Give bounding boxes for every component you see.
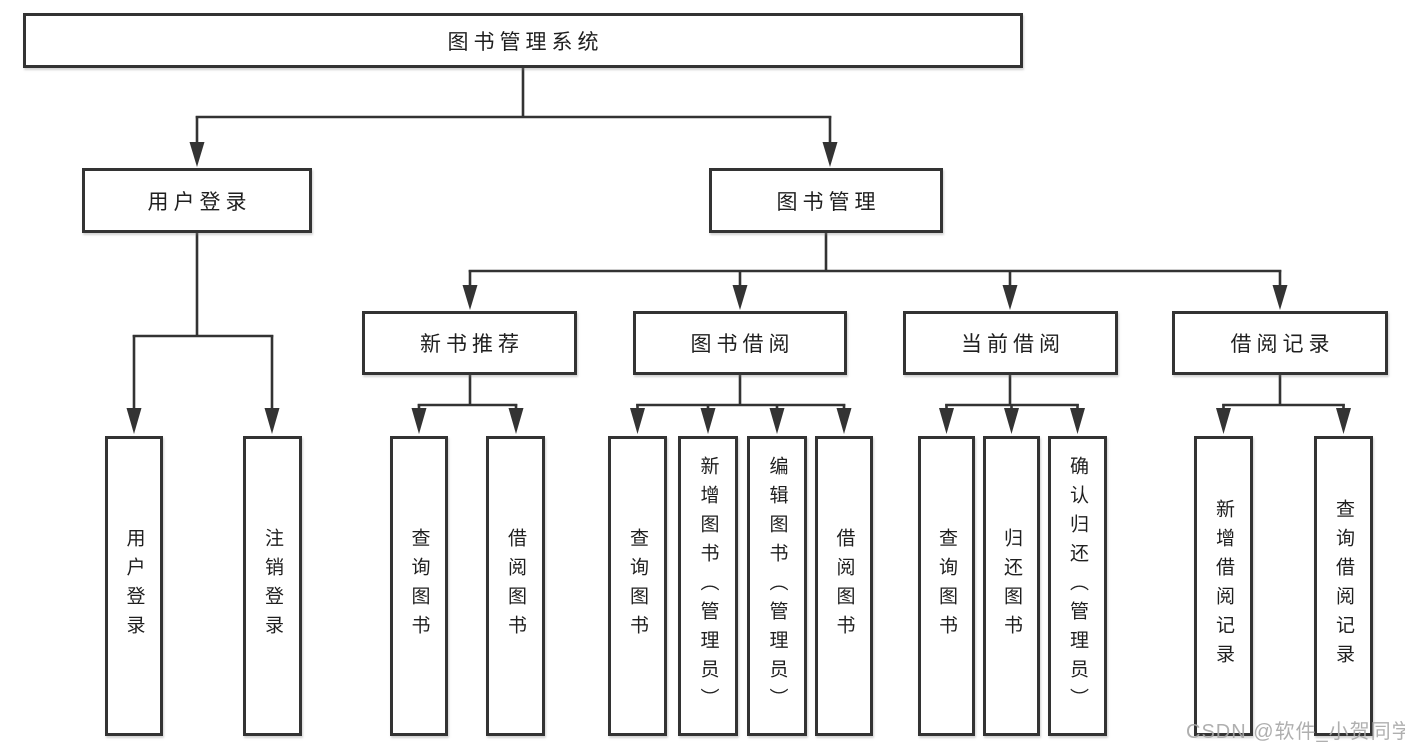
node-label: 归还图书 <box>1001 528 1022 644</box>
node-label: 查询图书 <box>627 528 648 644</box>
node-label: 图书管理系统 <box>447 30 604 54</box>
leaf-query-books-borrowing: 查询图书 <box>608 436 667 736</box>
node-book-borrowing: 图书借阅 <box>633 311 847 375</box>
leaf-add-borrow-record: 新增借阅记录 <box>1194 436 1253 736</box>
leaf-query-books-newbooks: 查询图书 <box>390 436 448 736</box>
node-new-book-recommendation: 新书推荐 <box>362 311 577 375</box>
node-label: 图书借阅 <box>690 333 795 356</box>
node-label: 确认归还（管理员） <box>1067 455 1088 717</box>
connector-current-to-leaves <box>939 374 1085 434</box>
node-user-login: 用户登录 <box>82 168 312 233</box>
node-borrowing-records: 借阅记录 <box>1172 311 1388 375</box>
node-label: 查询借阅记录 <box>1333 499 1354 673</box>
leaf-edit-book-admin: 编辑图书（管理员） <box>747 436 807 736</box>
leaf-add-book-admin: 新增图书（管理员） <box>678 436 738 736</box>
csdn-watermark: CSDN @软件_小贺同学 <box>1186 721 1405 743</box>
node-label: 新增图书（管理员） <box>697 455 719 717</box>
node-label: 借阅图书 <box>505 528 526 644</box>
connector-records-to-leaves <box>1216 374 1351 434</box>
leaf-query-books-current: 查询图书 <box>918 436 975 736</box>
node-label: 图书管理 <box>776 190 881 214</box>
leaf-borrow-books-newbooks: 借阅图书 <box>486 436 545 736</box>
leaf-borrow-books-borrowing: 借阅图书 <box>815 436 873 736</box>
connector-borrowing-to-leaves <box>630 374 852 434</box>
leaf-return-books: 归还图书 <box>983 436 1040 736</box>
node-library-management-system: 图书管理系统 <box>23 13 1023 68</box>
node-label: 注销登录 <box>262 528 283 644</box>
node-current-borrowing: 当前借阅 <box>903 311 1118 375</box>
connector-newbooks-to-leaves <box>411 374 524 434</box>
leaf-query-borrow-record: 查询借阅记录 <box>1314 436 1373 736</box>
node-label: 用户登录 <box>147 190 252 214</box>
connector-bookmgmt-to-level3 <box>462 231 1288 310</box>
node-label: 查询图书 <box>936 528 957 644</box>
node-label: 当前借阅 <box>961 333 1065 356</box>
connector-root-to-level2 <box>189 66 838 167</box>
leaf-logout: 注销登录 <box>243 436 302 736</box>
node-label: 编辑图书（管理员） <box>766 455 788 717</box>
leaf-user-login: 用户登录 <box>105 436 163 736</box>
node-label: 借阅记录 <box>1230 333 1335 356</box>
leaf-confirm-return-admin: 确认归还（管理员） <box>1048 436 1107 736</box>
node-label: 查询图书 <box>408 528 430 644</box>
node-label: 新书推荐 <box>420 333 524 356</box>
node-label: 用户登录 <box>123 528 145 644</box>
node-book-management: 图书管理 <box>709 168 943 233</box>
connector-userlogin-to-leaves <box>126 231 280 434</box>
node-label: 借阅图书 <box>833 528 855 644</box>
node-label: 新增借阅记录 <box>1213 499 1234 673</box>
